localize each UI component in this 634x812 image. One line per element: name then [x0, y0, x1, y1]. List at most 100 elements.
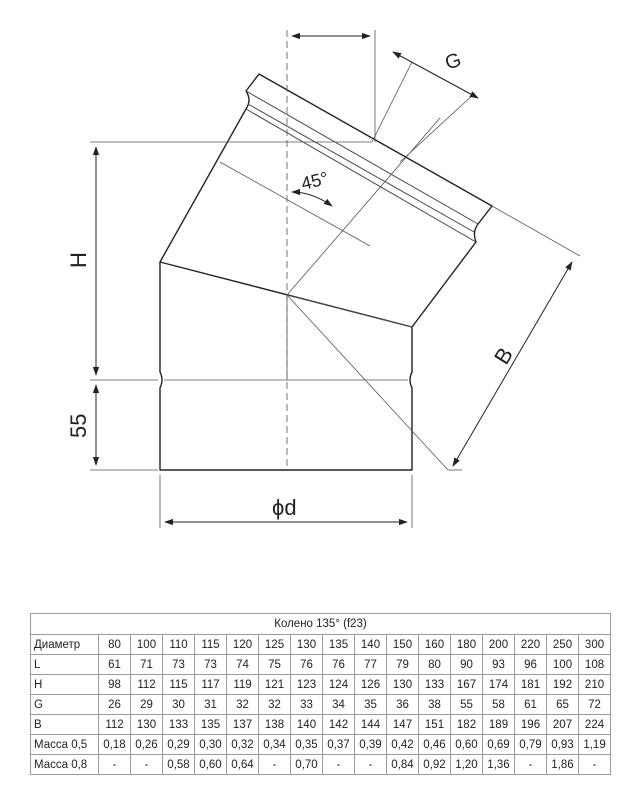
table-cell: 58 — [482, 694, 515, 715]
table-cell: 55 — [450, 694, 483, 715]
table-cell: 196 — [514, 714, 547, 735]
table-cell: 80 — [98, 634, 131, 655]
table-cell: 0,26 — [130, 734, 163, 755]
table-cell: 115 — [162, 674, 195, 695]
table-cell: 72 — [577, 694, 612, 715]
table-cell: 1,36 — [482, 754, 515, 775]
pipe-lower-segment — [159, 261, 413, 471]
table-cell: 0,58 — [162, 754, 195, 775]
row-label: B — [30, 714, 99, 735]
table-cell: 73 — [194, 654, 227, 675]
table-cell: 133 — [162, 714, 195, 735]
table-cell: 125 — [258, 634, 291, 655]
table-cell: 1,20 — [450, 754, 483, 775]
spec-table: Колено 135° (f23) Диаметр 80 100 110 115… — [29, 613, 612, 775]
table-cell: 224 — [577, 714, 612, 735]
table-cell: 65 — [546, 694, 579, 715]
table-cell: 250 — [546, 634, 579, 655]
table-cell: 207 — [546, 714, 579, 735]
table-cell: 220 — [514, 634, 547, 655]
table-cell: 0,69 — [482, 734, 515, 755]
table-cell: 33 — [290, 694, 323, 715]
table-cell: 0,84 — [386, 754, 419, 775]
row-label: Масса 0,8 — [30, 754, 99, 775]
table-cell: 73 — [162, 654, 195, 675]
elbow-drawing: G H B 45° ϕd 55 — [66, 30, 581, 528]
table-cell: - — [354, 754, 387, 775]
table-cell: 36 — [386, 694, 419, 715]
table-cell: 32 — [258, 694, 291, 715]
table-cell: 0,60 — [450, 734, 483, 755]
table-cell: 1,86 — [546, 754, 579, 775]
row-label: Масса 0,5 — [30, 734, 99, 755]
table-cell: 0,64 — [226, 754, 259, 775]
table-cell: 0,39 — [354, 734, 387, 755]
table-body: Диаметр 80 100 110 115 120 125 130 135 1… — [30, 634, 612, 775]
extension-lines — [90, 30, 581, 528]
table-cell: 124 — [322, 674, 355, 695]
label-angle: 45° — [299, 168, 330, 194]
table-cell: 180 — [450, 634, 483, 655]
table-cell: 130 — [290, 634, 323, 655]
table-cell: 0,79 — [514, 734, 547, 755]
row-label: L — [30, 654, 99, 675]
table-cell: 120 — [226, 634, 259, 655]
table-cell: 32 — [226, 694, 259, 715]
dim-g — [392, 51, 479, 99]
table-cell: 34 — [322, 694, 355, 715]
label-d: ϕd — [272, 495, 297, 520]
table-cell: 0,60 — [194, 754, 227, 775]
table-cell: - — [577, 754, 612, 775]
table-cell: 0,18 — [98, 734, 131, 755]
table-cell: 192 — [546, 674, 579, 695]
row-label: G — [30, 694, 99, 715]
table-cell: 123 — [290, 674, 323, 695]
table-cell: 100 — [546, 654, 579, 675]
table-cell: 80 — [418, 654, 451, 675]
table-cell: 79 — [386, 654, 419, 675]
table-cell: 300 — [577, 634, 612, 655]
table-cell: 112 — [130, 674, 163, 695]
label-h: H — [66, 252, 91, 268]
diameter-row: Диаметр 80 100 110 115 120 125 130 135 1… — [30, 634, 612, 655]
table-cell: 108 — [577, 654, 612, 675]
table-cell: 29 — [130, 694, 163, 715]
table-cell: 100 — [130, 634, 163, 655]
table-cell: 135 — [194, 714, 227, 735]
table-cell: 167 — [450, 674, 483, 695]
table-cell: 210 — [577, 674, 612, 695]
table-cell: 117 — [194, 674, 227, 695]
table-cell: 182 — [450, 714, 483, 735]
table-cell: 135 — [322, 634, 355, 655]
table-cell: 96 — [514, 654, 547, 675]
table-cell: 133 — [418, 674, 451, 695]
table-cell: - — [322, 754, 355, 775]
table-cell: 0,32 — [226, 734, 259, 755]
table-cell: 142 — [322, 714, 355, 735]
table-cell: 174 — [482, 674, 515, 695]
table-cell: 160 — [418, 634, 451, 655]
table-cell: 0,34 — [258, 734, 291, 755]
construction-lines — [164, 117, 449, 471]
table-cell: 0,70 — [290, 754, 323, 775]
table-cell: 115 — [194, 634, 227, 655]
table-cell: - — [258, 754, 291, 775]
table-cell: 110 — [162, 634, 195, 655]
table-cell: 140 — [290, 714, 323, 735]
table-cell: 181 — [514, 674, 547, 695]
angle-arc — [291, 188, 333, 207]
table-cell: 0,35 — [290, 734, 323, 755]
pipe-upper-segment — [159, 73, 493, 328]
table-cell: 150 — [386, 634, 419, 655]
table-cell: 151 — [418, 714, 451, 735]
table-cell: 74 — [226, 654, 259, 675]
table-cell: 31 — [194, 694, 227, 715]
dimension-lines — [92, 32, 573, 526]
bead-lines — [245, 90, 479, 243]
table-cell: - — [130, 754, 163, 775]
table-cell: 147 — [386, 714, 419, 735]
table-cell: 130 — [386, 674, 419, 695]
